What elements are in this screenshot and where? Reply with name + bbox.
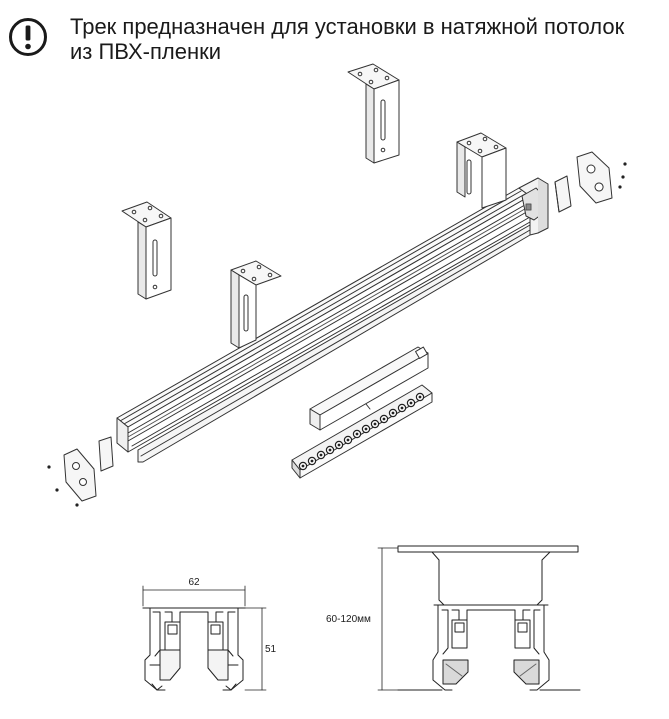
height-dimension-label: 51 — [265, 644, 277, 655]
screw-icon — [55, 488, 59, 492]
mount-depth-label: 60-120мм — [326, 614, 371, 625]
profile-cross-section — [142, 585, 267, 691]
screw-icon — [618, 185, 622, 189]
installation-note: Трек предназначен для установки в натяжн… — [70, 14, 660, 64]
end-cap-right — [554, 151, 627, 213]
track-profile — [116, 177, 549, 463]
width-dimension-label: 62 — [188, 577, 200, 588]
mounting-bracket — [347, 63, 400, 164]
mounting-bracket — [121, 201, 172, 300]
ceiling-installation-section — [377, 545, 581, 691]
installation-note-line-2: из ПВХ-пленки — [70, 39, 222, 64]
screw-icon — [75, 503, 79, 507]
mounting-bracket — [230, 260, 282, 349]
installation-note-line-1: Трек предназначен для установки в натяжн… — [70, 14, 625, 39]
mounting-bracket — [456, 132, 507, 209]
screw-icon — [621, 175, 625, 179]
exclamation-circle-icon — [9, 18, 47, 56]
screw-icon — [47, 465, 51, 469]
end-cap-left — [47, 436, 114, 507]
led-linear-module — [291, 346, 433, 479]
screw-icon — [623, 162, 627, 166]
